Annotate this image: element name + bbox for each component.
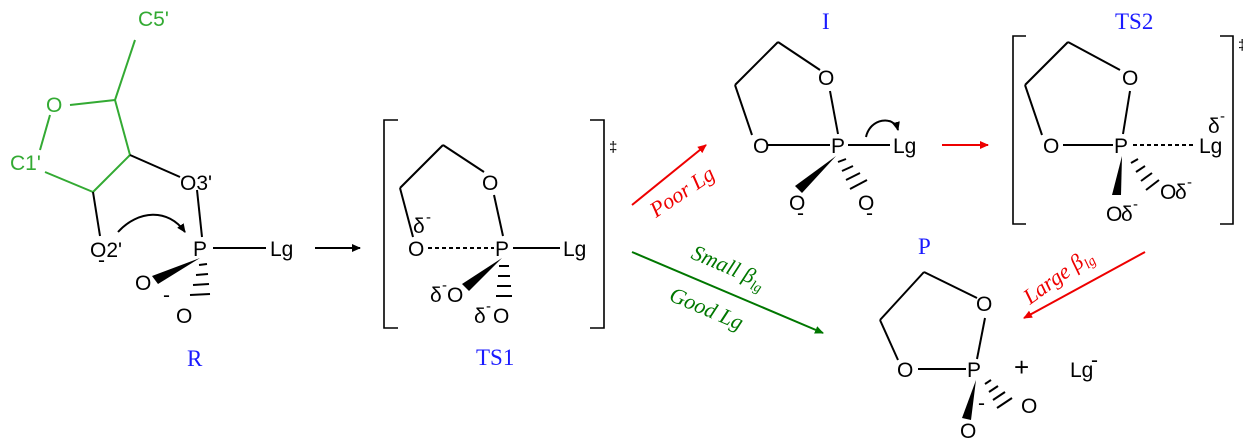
p-minus: - xyxy=(978,392,985,415)
p-atom-o-top: O xyxy=(976,293,992,316)
ts1-atom-o-left: O xyxy=(408,238,424,261)
i-atom-o-left: O xyxy=(753,135,769,158)
species-p: P O O P O - O + Lg - xyxy=(879,234,1098,442)
i-atom-o-br: O xyxy=(858,192,874,215)
ts1-label: TS1 xyxy=(476,345,514,370)
ts2-delta-bl: δ xyxy=(1121,203,1133,226)
species-ts2: TS2 ‡ O O P δ - Lg O δ - O δ - xyxy=(1012,9,1243,226)
ts2-minus-bl: - xyxy=(1133,196,1138,213)
r-atom-o-ring: O xyxy=(46,94,62,117)
ts1-delta: δ xyxy=(413,215,425,238)
ts2-atom-o-top: O xyxy=(1122,67,1138,90)
p-plus: + xyxy=(1014,352,1029,382)
p-lg-minus: - xyxy=(1091,349,1098,372)
cond-poor-lg: Poor Lg xyxy=(644,161,719,223)
ts2-atom-p: P xyxy=(1114,135,1128,158)
r-atom-o2: O2' xyxy=(90,239,122,262)
ts2-atom-o-left: O xyxy=(1043,135,1059,158)
ts1-atom-lg: Lg xyxy=(563,238,586,261)
species-i: I O O P Lg O - O - xyxy=(734,9,916,225)
ts1-atom-o-br: O xyxy=(493,305,509,328)
i-atom-o-bl: O xyxy=(789,192,805,215)
p-atom-o-b: O xyxy=(960,420,976,442)
i-atom-p: P xyxy=(831,135,845,158)
species-r: C5' O C1' O3' O2' - P Lg O O - R xyxy=(10,8,293,371)
p-atom-o-a: O xyxy=(1021,395,1037,418)
ts2-delta-lg: δ xyxy=(1208,115,1220,138)
cond-small-beta: Small βlg xyxy=(686,240,769,297)
i-atom-lg: Lg xyxy=(893,135,916,158)
ts1-atom-o-top: O xyxy=(482,172,498,195)
p-atom-p: P xyxy=(967,359,981,382)
ts2-atom-o-br: O xyxy=(1160,181,1176,204)
cond-large-beta: Large βlg xyxy=(1017,242,1099,313)
r-label: R xyxy=(187,346,203,371)
p-atom-lg: Lg xyxy=(1070,359,1093,382)
r-atom-lg: Lg xyxy=(270,238,293,261)
ts1-atom-o-bl: O xyxy=(447,284,463,307)
r-atom-c1: C1' xyxy=(10,152,41,175)
arrow-good-lg xyxy=(631,251,824,334)
i-atom-o-top: O xyxy=(818,67,834,90)
i-label: I xyxy=(822,9,830,34)
ts2-minus-br: - xyxy=(1187,174,1192,191)
ts1-dagger: ‡ xyxy=(609,139,617,156)
ts1-delta-br: δ xyxy=(474,305,486,328)
ts1-minus: - xyxy=(426,209,431,226)
r-minus: - xyxy=(98,249,105,272)
ts1-minus-br: - xyxy=(486,298,491,315)
ts2-delta-br: δ xyxy=(1175,181,1187,204)
i-minus-br: - xyxy=(866,202,873,225)
species-ts1: O O δ - P Lg δ - O δ - O ‡ TS1 xyxy=(383,119,617,370)
r-atom-c5: C5' xyxy=(138,8,169,31)
r-atom-o-b: O xyxy=(176,305,192,328)
ts1-minus-bl: - xyxy=(442,277,447,294)
ts2-minus-lg: - xyxy=(1220,108,1225,125)
ts2-dagger: ‡ xyxy=(1238,37,1243,54)
ts2-atom-lg: Lg xyxy=(1199,135,1222,158)
p-atom-o-left: O xyxy=(897,359,913,382)
r-atom-p: P xyxy=(193,238,207,261)
arrow-poor-lg xyxy=(631,144,707,206)
cond-good-lg: Good Lg xyxy=(666,282,747,335)
r-atom-o-a: O xyxy=(135,272,151,295)
ts1-atom-p: P xyxy=(495,238,509,261)
p-label: P xyxy=(918,234,931,259)
ts1-delta-bl: δ xyxy=(430,284,442,307)
ts2-label: TS2 xyxy=(1115,9,1153,34)
r-o-minus: - xyxy=(163,284,170,307)
r-atom-o3: O3' xyxy=(180,172,212,195)
i-minus-bl: - xyxy=(797,202,804,225)
arrow-ts2-to-p xyxy=(1023,251,1146,319)
ts2-atom-o-bl: O xyxy=(1106,203,1122,226)
